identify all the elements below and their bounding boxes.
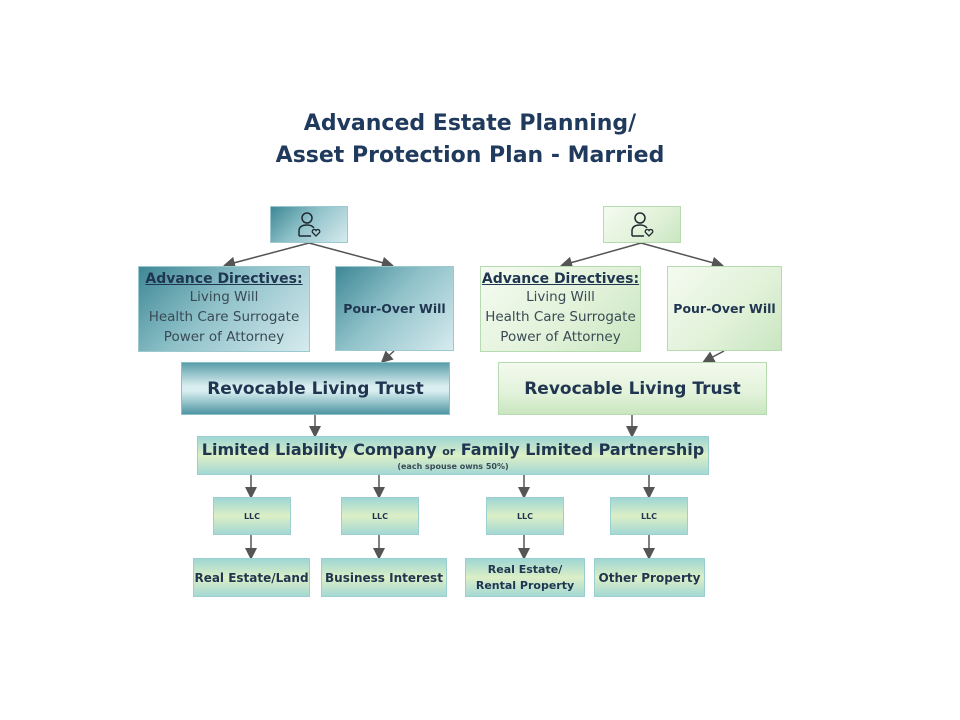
directive-item: Power of Attorney — [163, 329, 285, 345]
advance-directives-heading: Advance Directives: — [145, 271, 303, 287]
arrow — [380, 350, 395, 364]
llc-box: LLC — [610, 497, 688, 535]
arrow — [223, 242, 310, 269]
llc-box: LLC — [213, 497, 291, 535]
asset-other-property: Other Property — [594, 558, 705, 597]
advance-directives-left: Advance Directives: Living Will Health C… — [138, 266, 310, 352]
revocable-living-trust-left: Revocable Living Trust — [181, 362, 450, 415]
spouse-left-box — [270, 206, 348, 243]
title-line-2: Asset Protection Plan - Married — [275, 143, 665, 168]
pour-over-will-right: Pour-Over Will — [667, 266, 782, 351]
llc-box: LLC — [341, 497, 419, 535]
entity-llc: Limited Liability Company — [201, 440, 437, 459]
llc-box: LLC — [486, 497, 564, 535]
entity-note: (each spouse owns 50%) — [397, 462, 509, 471]
asset-business-interest: Business Interest — [321, 558, 447, 597]
arrow — [560, 242, 642, 269]
entity-or: or — [442, 445, 456, 458]
directive-item: Living Will — [189, 289, 259, 305]
asset-label: Rental Property — [475, 578, 575, 592]
arrow — [308, 242, 394, 269]
asset-label: Real Estate/Land — [194, 570, 309, 585]
diagram-title: Advanced Estate Planning/ Asset Protecti… — [0, 108, 940, 172]
spouse-right-box — [603, 206, 681, 243]
title-line-1: Advanced Estate Planning/ — [303, 111, 637, 136]
arrow — [640, 242, 724, 269]
directive-item: Living Will — [526, 289, 595, 305]
person-heart-icon — [631, 211, 654, 237]
entity-flp: Family Limited Partnership — [460, 440, 705, 459]
person-heart-icon — [298, 211, 321, 237]
directive-item: Health Care Surrogate — [148, 309, 300, 325]
arrow — [702, 350, 725, 363]
advance-directives-heading: Advance Directives: — [481, 271, 640, 287]
directive-item: Power of Attorney — [500, 329, 621, 345]
pour-over-will-left: Pour-Over Will — [335, 266, 454, 351]
asset-rental-property: Real Estate/Rental Property — [465, 558, 585, 597]
asset-real-estate-land: Real Estate/Land — [193, 558, 310, 597]
asset-label: Other Property — [598, 570, 701, 585]
asset-label: Business Interest — [325, 570, 443, 585]
asset-label: Real Estate/ — [487, 562, 563, 576]
entity-title: Limited Liability Company or Family Limi… — [202, 440, 704, 462]
directive-item: Health Care Surrogate — [485, 309, 636, 325]
advance-directives-right: Advance Directives: Living Will Health C… — [480, 266, 641, 352]
llc-flp-entity: Limited Liability Company or Family Limi… — [197, 436, 709, 475]
revocable-living-trust-right: Revocable Living Trust — [498, 362, 767, 415]
